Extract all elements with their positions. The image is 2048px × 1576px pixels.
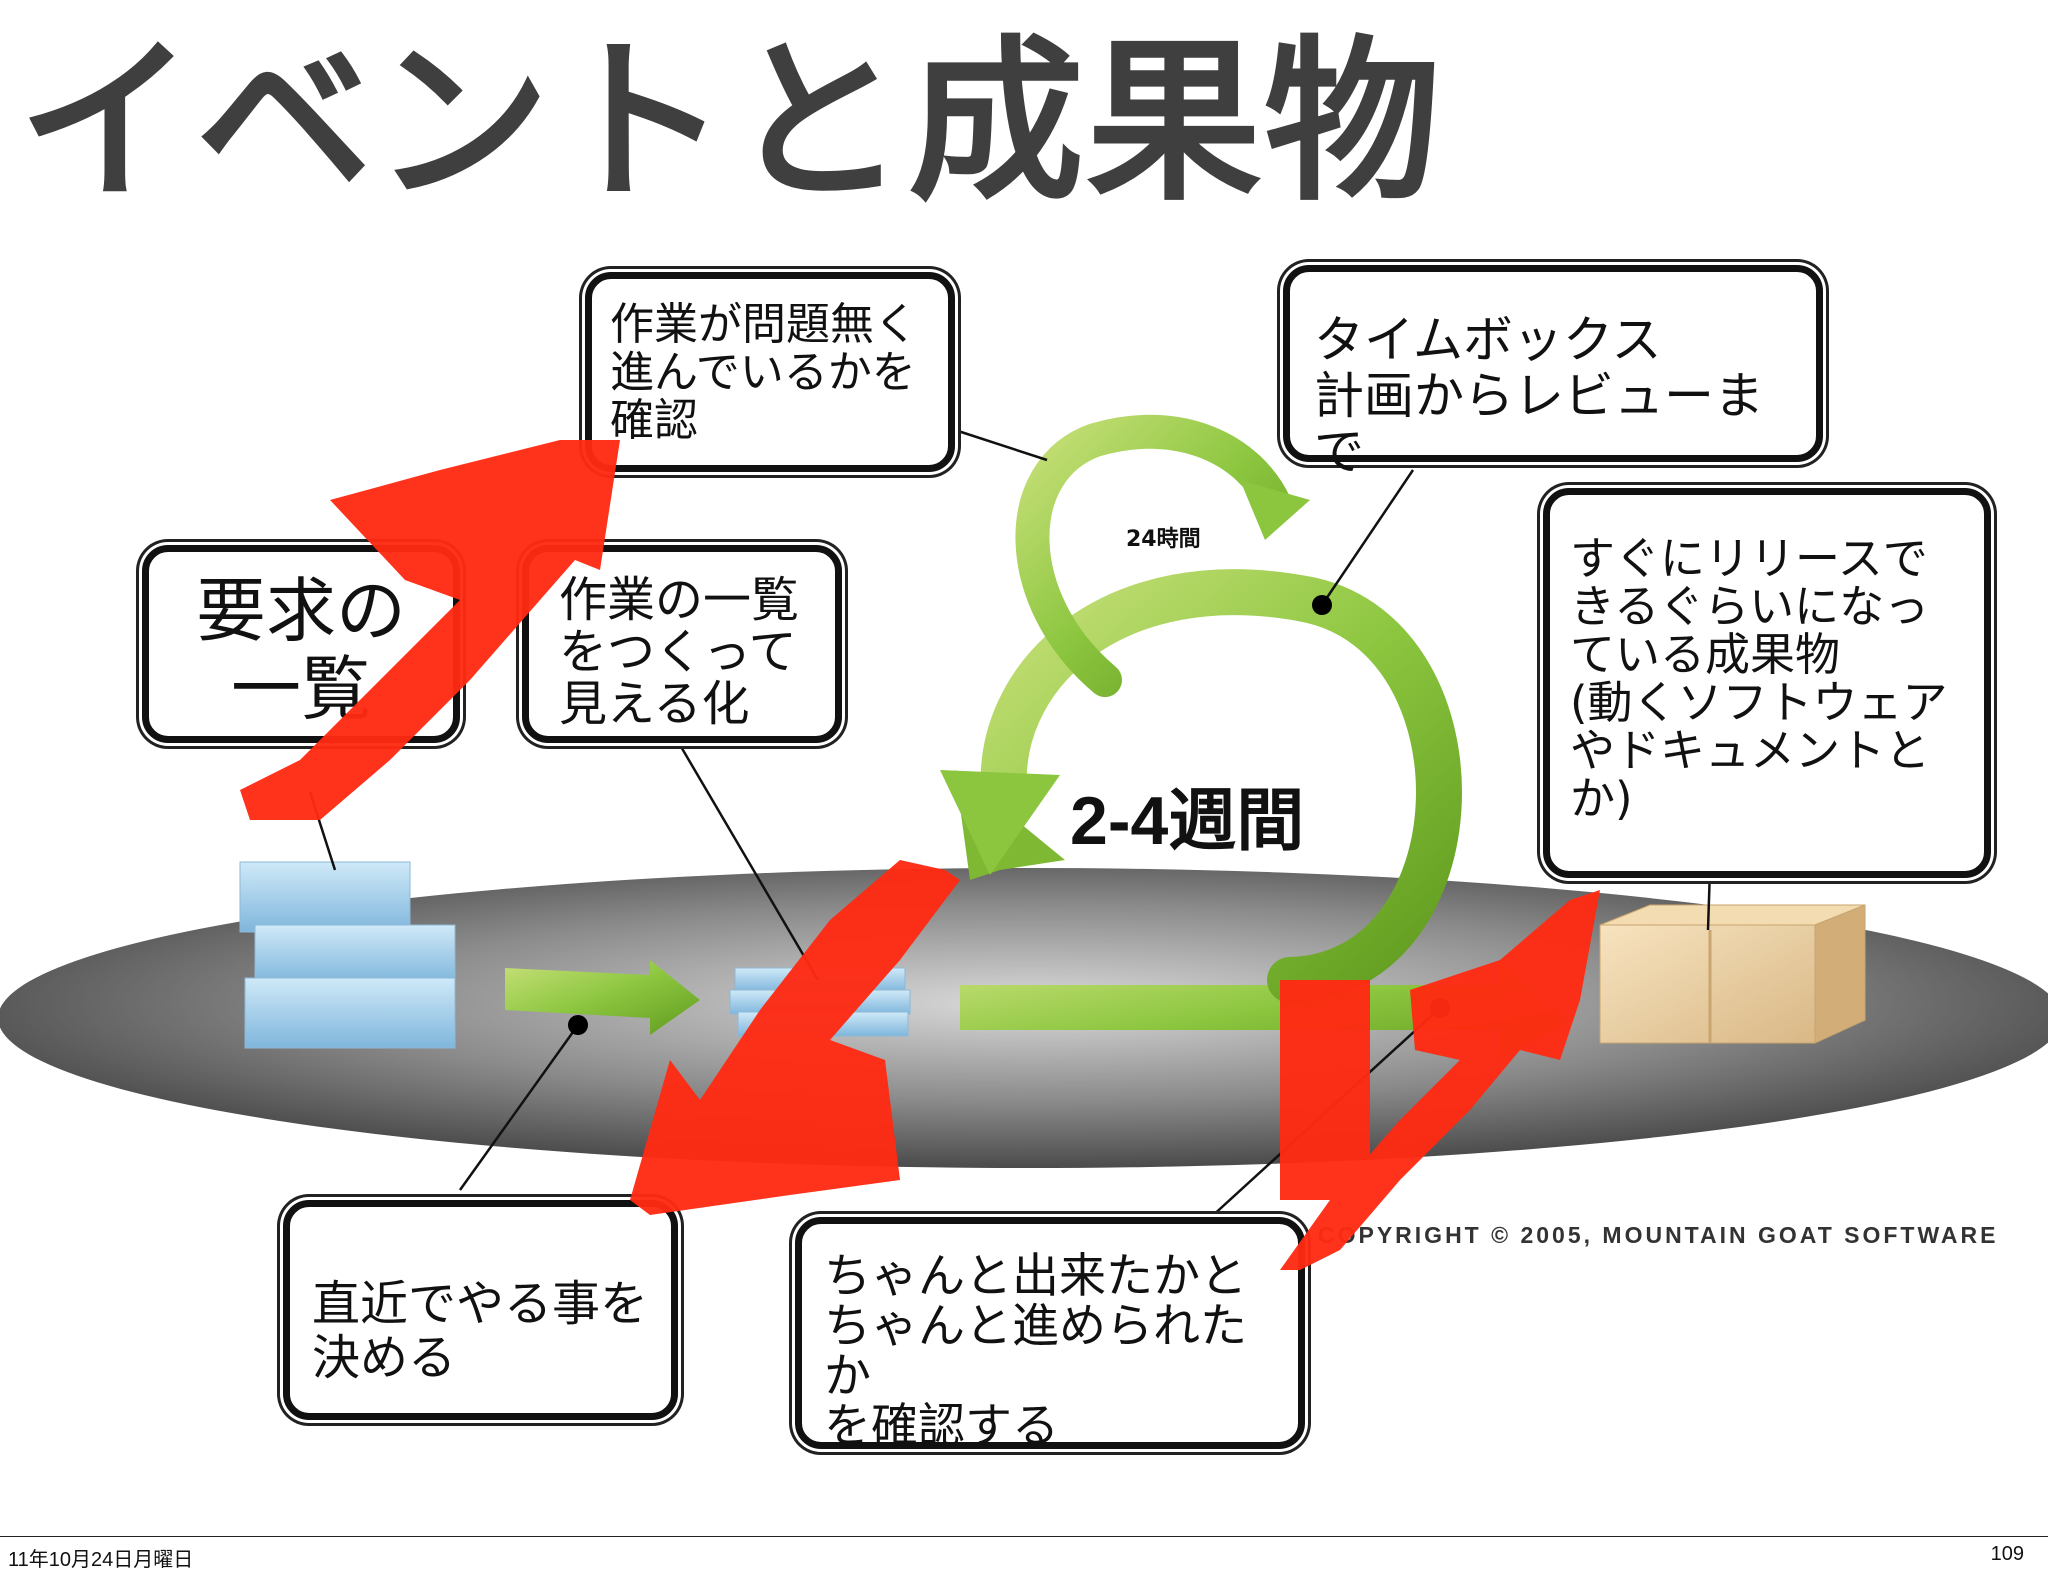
callout-line: やドキュメントと bbox=[1570, 724, 1931, 777]
copyright-text: COPYRIGHT © 2005, MOUNTAIN GOAT SOFTWARE bbox=[1318, 1222, 1999, 1248]
callout-line: 作業の一覧 bbox=[559, 572, 800, 628]
callout-line: 確認 bbox=[610, 395, 698, 446]
callout-line: 進んでいるかを bbox=[610, 347, 916, 398]
callout-line: 作業が問題無く bbox=[610, 299, 918, 350]
footer-divider bbox=[0, 1536, 2048, 1537]
callout-line: を確認する bbox=[824, 1399, 1059, 1454]
callout-line: 計画からレビューまで bbox=[1314, 367, 1764, 481]
red-arrow-up-right bbox=[240, 440, 620, 820]
callout-line: きるぐらいになっ bbox=[1570, 580, 1930, 633]
callout-line: をつくって bbox=[559, 624, 797, 680]
callout-line: 決める bbox=[312, 1330, 457, 1386]
callout-line: すぐにリリースで bbox=[1570, 532, 1928, 585]
product-backlog-blocks bbox=[239, 861, 456, 1049]
daily-duration-label: 24時間 bbox=[1126, 527, 1201, 552]
callout-daily-check: 作業が問題無く 進んでいるかを 確認 bbox=[585, 272, 955, 472]
daily-arrowhead bbox=[1240, 480, 1310, 540]
callout-line: ている成果物 bbox=[1570, 628, 1841, 681]
page-number: 109 bbox=[1990, 1543, 2024, 1565]
callout-line: ちゃんと進められたか bbox=[824, 1299, 1247, 1404]
callout-release: すぐにリリースで きるぐらいになっ ている成果物 (動くソフトウェア やドキュメ… bbox=[1543, 488, 1991, 878]
callout-review: ちゃんと出来たかと ちゃんと進められたか を確認する bbox=[795, 1217, 1305, 1454]
product-increment-box bbox=[1599, 904, 1866, 1044]
callout-line: 要求の bbox=[196, 570, 406, 652]
callout-tasks: 作業の一覧 をつくって 見える化 bbox=[522, 545, 842, 743]
callout-line: 直近でやる事を bbox=[312, 1276, 649, 1332]
daily-cycle-arrow bbox=[1015, 414, 1292, 697]
slide-title: イベントと成果物 bbox=[18, 18, 1443, 225]
callout-line: タイムボックス bbox=[1314, 311, 1662, 369]
callout-planning: 直近でやる事を 決める bbox=[283, 1200, 678, 1420]
callout-timebox: タイムボックス 計画からレビューまで bbox=[1283, 265, 1823, 480]
footer-date: 11年10月24日月曜日 bbox=[8, 1549, 194, 1571]
callout-line: か) bbox=[1570, 772, 1633, 825]
callout-line: 見える化 bbox=[559, 676, 750, 732]
callout-line: (動くソフトウェア bbox=[1570, 676, 1948, 729]
sprint-duration-label: 2-4週間 bbox=[1070, 783, 1305, 859]
flow-arrow-right bbox=[960, 960, 1565, 1060]
flow-arrow-left bbox=[505, 960, 700, 1035]
red-arrow-down-left bbox=[630, 860, 960, 1215]
callout-line: ちゃんと出来たかと bbox=[824, 1249, 1247, 1304]
